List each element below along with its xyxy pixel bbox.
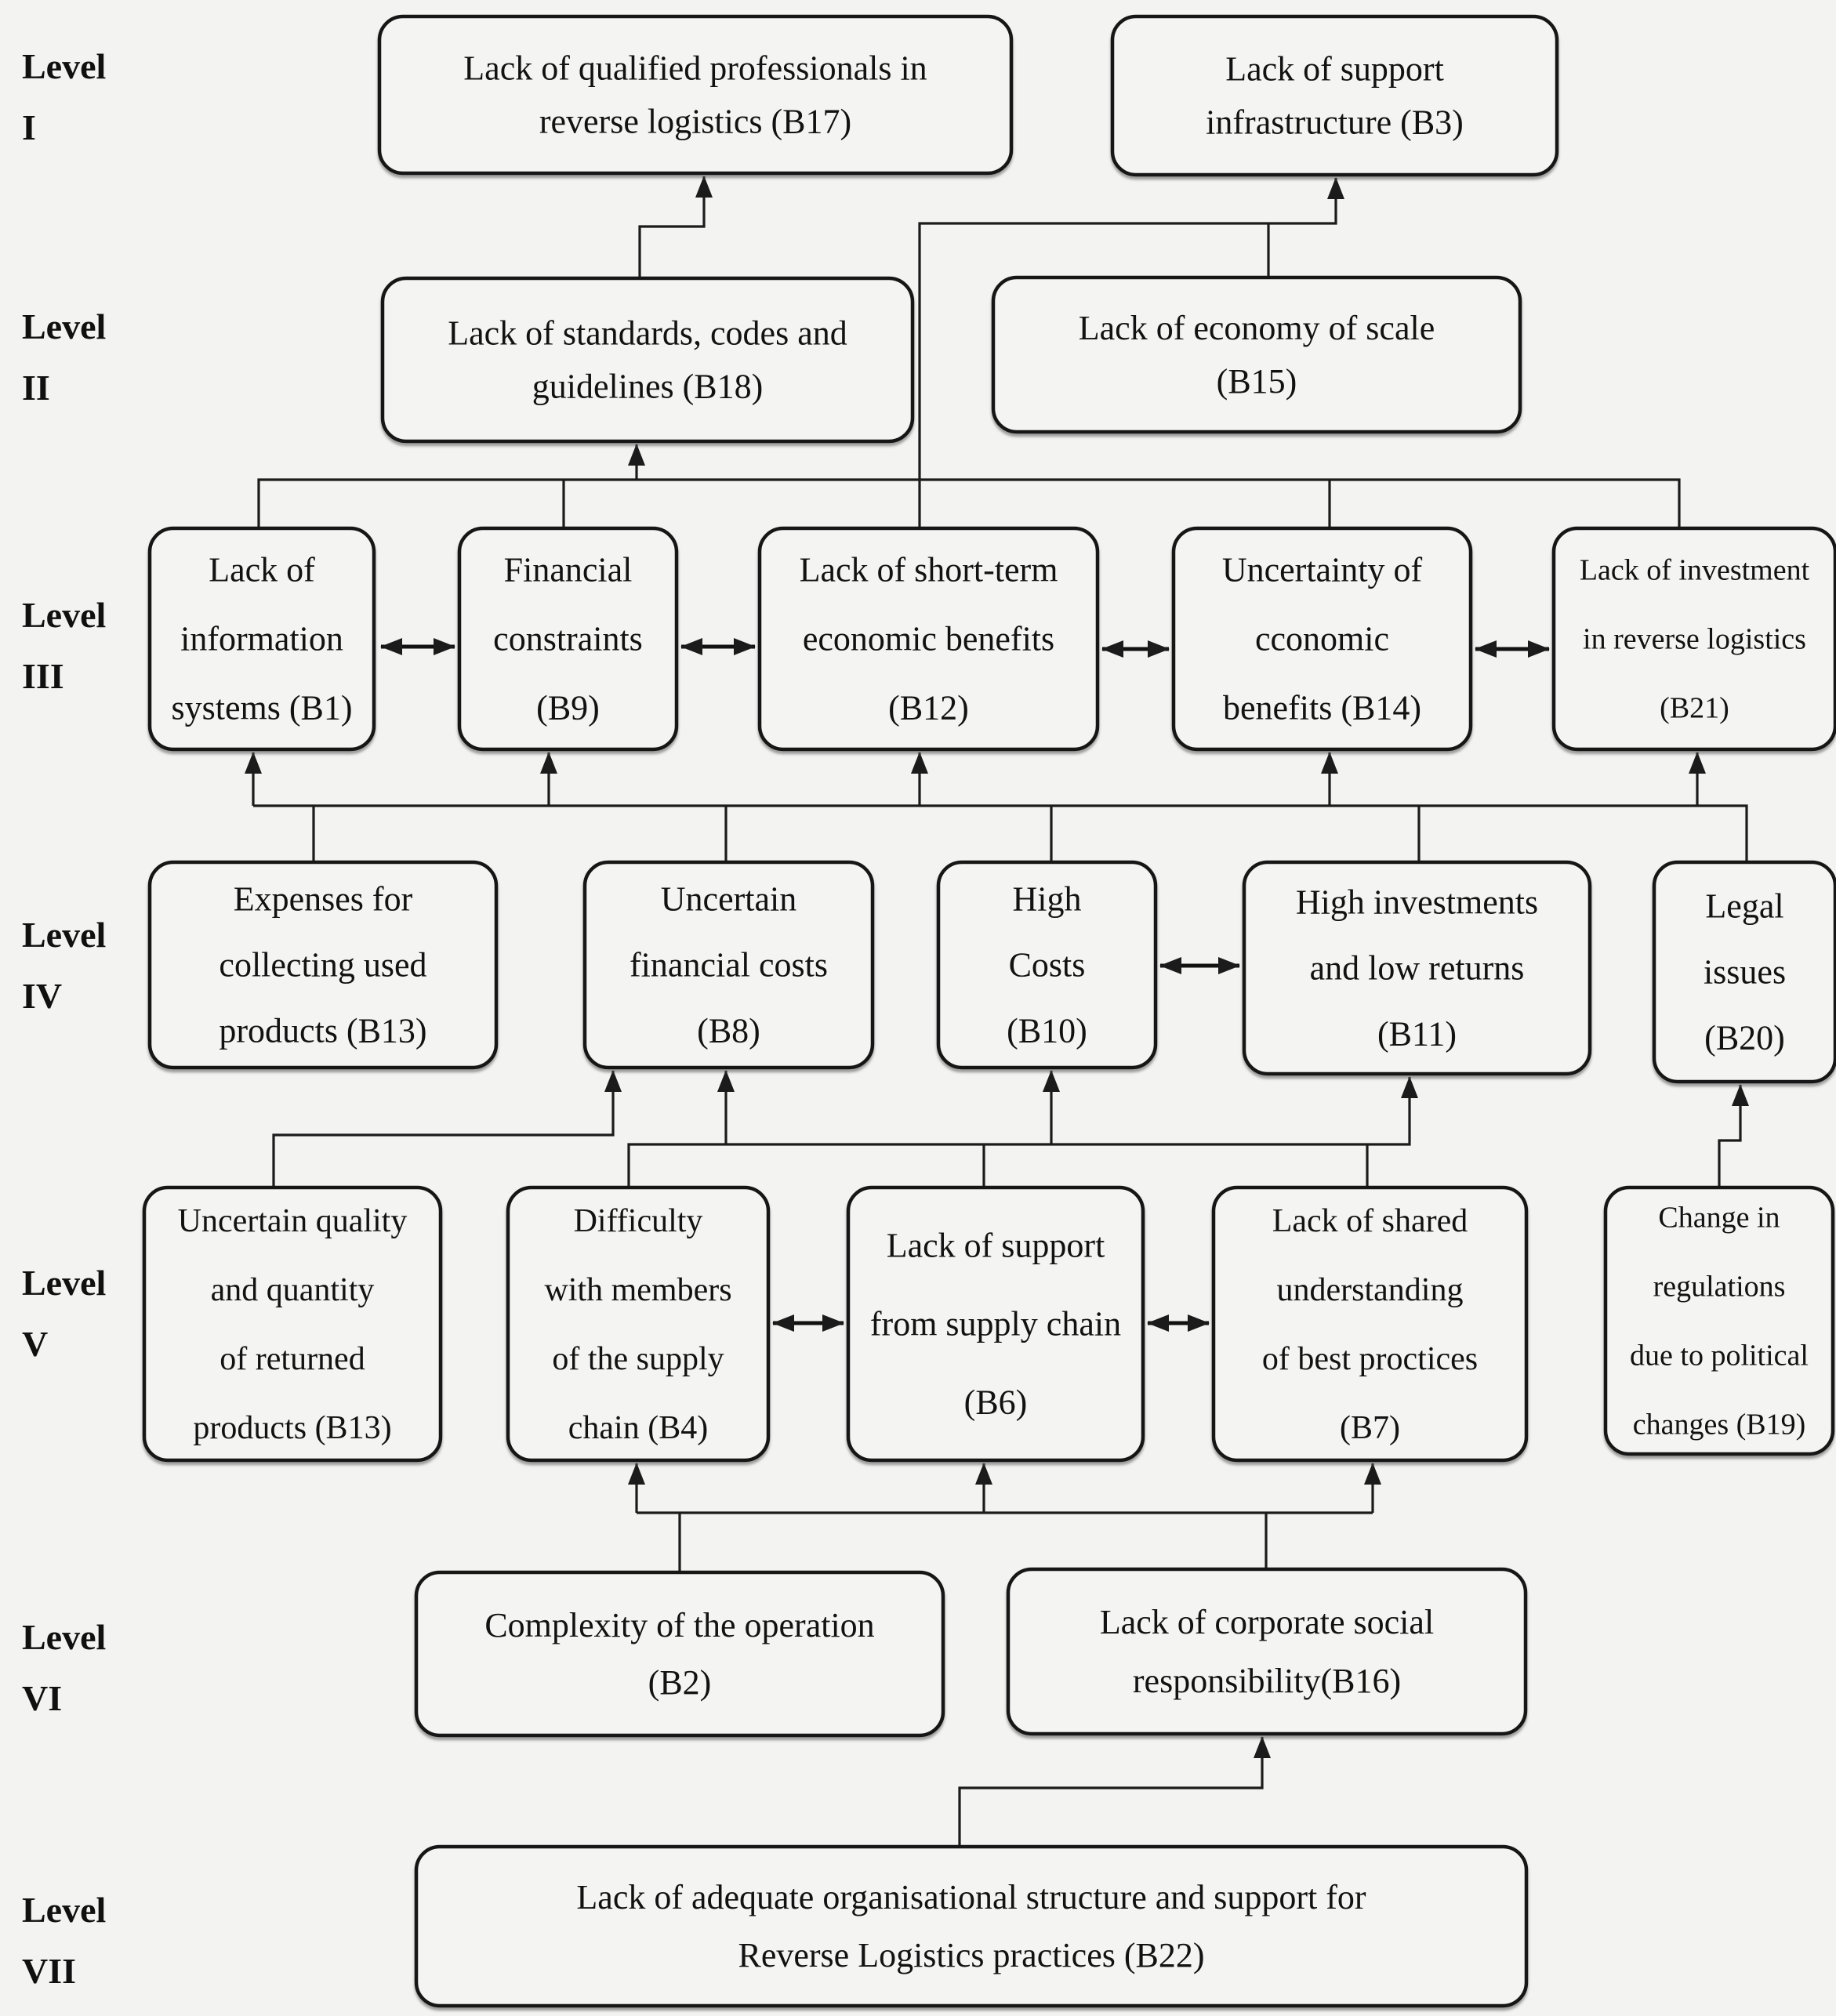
node-box-B11 (1242, 860, 1592, 1076)
node-box-B8 (582, 860, 875, 1070)
node-box-B21 (1551, 526, 1836, 752)
arrow-B22-B16 (958, 1736, 1271, 1847)
level-word-VII: Level (22, 1890, 106, 1930)
node-box-B14 (1171, 526, 1473, 752)
bus-B13b-B8 (272, 1070, 622, 1187)
level-word-III: Level (22, 595, 106, 635)
level-numeral-VII: VII (22, 1951, 76, 1991)
node-box-B6 (846, 1185, 1145, 1463)
level-word-I: Level (22, 46, 106, 86)
node-box-B4 (506, 1185, 771, 1463)
node-B2: Complexity of the operation(B2) (414, 1570, 945, 1738)
level-numeral-II: II (22, 368, 50, 408)
level-word-V: Level (22, 1263, 106, 1303)
node-box-B12 (757, 526, 1100, 752)
node-box-B13b (142, 1185, 443, 1463)
node-box-B22 (414, 1844, 1529, 2008)
node-box-B7 (1211, 1185, 1529, 1463)
arrow-B18-B17 (638, 176, 713, 278)
bus-level5-right (627, 1076, 1418, 1187)
level-numeral-VI: VI (22, 1678, 62, 1718)
bus-level3-top (257, 478, 1681, 528)
node-box-B19 (1603, 1185, 1835, 1456)
arrow-B19-B20 (1718, 1084, 1749, 1187)
node-B22: Lack of adequate organisational structur… (414, 1844, 1529, 2008)
line-B12-B3 (918, 177, 1344, 528)
node-box-B10 (936, 860, 1158, 1070)
bus-level4-top (253, 804, 1748, 862)
node-box-B13a (147, 860, 499, 1070)
node-box-B18 (380, 276, 915, 444)
node-box-B2 (414, 1570, 945, 1738)
level-numeral-IV: IV (22, 976, 62, 1016)
level-word-IV: Level (22, 915, 106, 955)
node-label-B22: Lack of adequate organisational structur… (576, 1878, 1366, 1974)
node-B15: Lack of economy of scale(B15) (991, 275, 1522, 434)
node-box-B3 (1110, 14, 1559, 177)
node-box-B1 (147, 526, 376, 752)
node-label-B15: Lack of economy of scale(B15) (1079, 309, 1435, 401)
node-box-B15 (991, 275, 1522, 434)
level-numeral-V: V (22, 1324, 48, 1364)
node-label-B2: Complexity of the operation(B2) (484, 1606, 874, 1702)
node-box-B9 (457, 526, 679, 752)
node-box-B20 (1652, 860, 1836, 1084)
node-box-B17 (377, 14, 1014, 176)
node-box-B16 (1006, 1567, 1528, 1736)
level-word-VI: Level (22, 1617, 106, 1657)
level-numeral-III: III (22, 656, 64, 696)
level-word-II: Level (22, 306, 106, 346)
level-numeral-I: I (22, 107, 36, 147)
